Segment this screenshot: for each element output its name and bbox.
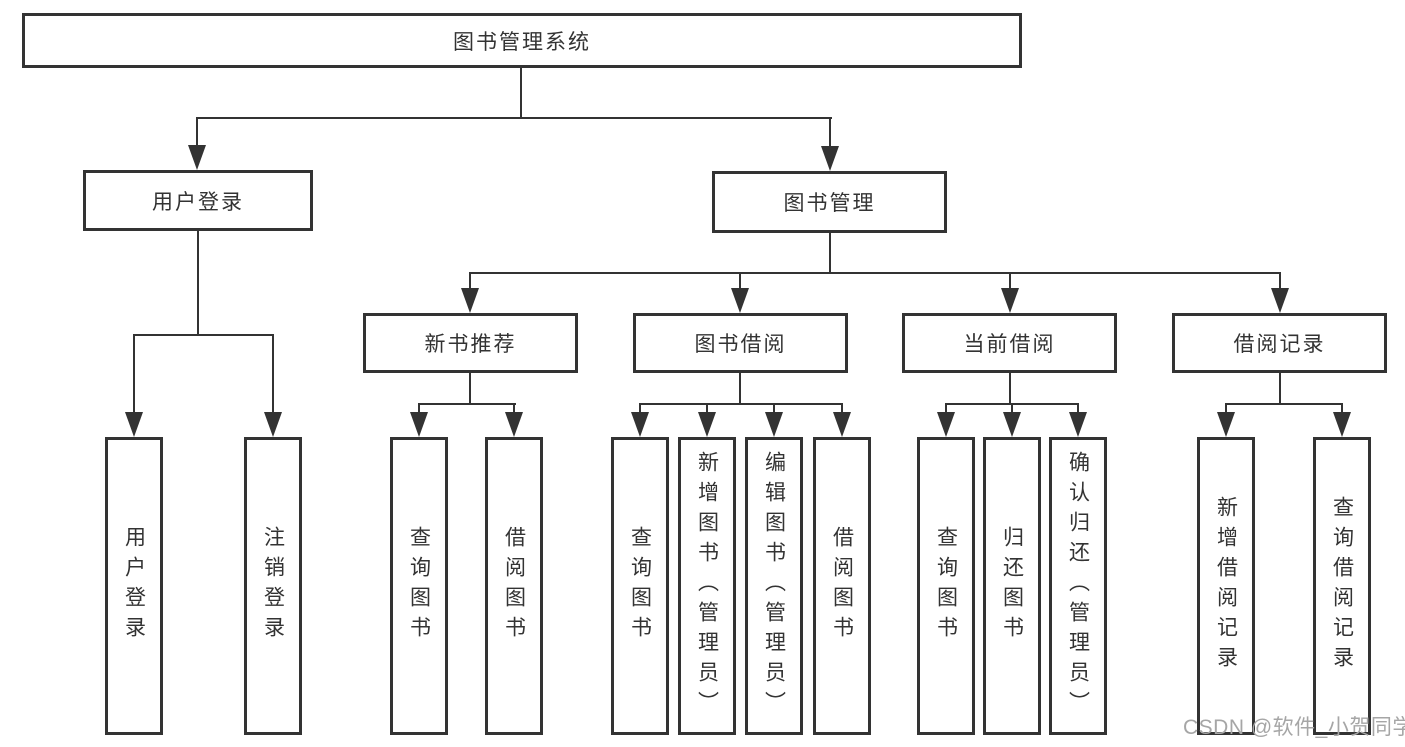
connector-arrowhead [410,412,428,437]
leaf-bw-query-books: 查询图书 [611,437,669,735]
connector-arrowhead [821,146,839,171]
connector-line [1077,403,1079,415]
leaf-rec-query-record-label: 查询借阅记录 [1330,496,1354,676]
leaf-nb-borrow-books-label: 借阅图书 [502,526,526,646]
connector-line [639,403,843,405]
leaf-bw-borrow-books-label: 借阅图书 [830,526,854,646]
connector-line [1009,272,1011,290]
node-new-book-recommend-label: 新书推荐 [424,333,517,356]
connector-arrowhead [765,412,783,437]
connector-line [418,403,516,405]
connector-arrowhead [1271,288,1289,313]
connector-arrowhead [1001,288,1019,313]
connector-arrowhead [1069,412,1087,437]
connector-line [706,403,708,415]
leaf-nb-query-books: 查询图书 [390,437,448,735]
connector-line [739,272,741,290]
connector-line [1011,403,1013,415]
leaf-rec-query-record: 查询借阅记录 [1313,437,1371,735]
node-book-borrow-label: 图书借阅 [694,333,787,356]
connector-line [1225,403,1343,405]
leaf-logout: 注销登录 [244,437,302,735]
connector-line [513,403,515,415]
connector-line [841,403,843,415]
connector-arrowhead [833,412,851,437]
leaf-user-login: 用户登录 [105,437,163,735]
leaf-cur-query-books-label: 查询图书 [934,526,958,646]
connector-line [418,403,420,415]
leaf-logout-label: 注销登录 [261,526,285,646]
node-root: 图书管理系统 [22,13,1022,68]
connector-line [469,272,471,290]
node-user-login-label: 用户登录 [152,190,244,214]
leaf-cur-return-books-label: 归还图书 [1000,526,1024,646]
connector-arrowhead [125,412,143,437]
connector-arrowhead [1217,412,1235,437]
connector-line [196,117,198,149]
leaf-user-login-label: 用户登录 [122,526,146,646]
connector-line [272,334,274,414]
node-book-borrow: 图书借阅 [633,313,848,373]
connector-arrowhead [631,412,649,437]
connector-line [773,403,775,415]
node-user-login: 用户登录 [83,170,313,231]
connector-line [196,117,832,119]
leaf-cur-query-books: 查询图书 [917,437,975,735]
connector-line [1225,403,1227,415]
connector-arrowhead [264,412,282,437]
connector-arrowhead [1333,412,1351,437]
connector-line [520,68,522,118]
connector-line [469,373,471,404]
connector-line [1009,373,1011,404]
connector-line [469,272,1281,274]
leaf-bw-edit-books: 编辑图书（管理员） [745,437,803,735]
leaf-bw-add-books: 新增图书（管理员） [678,437,736,735]
connector-arrowhead [505,412,523,437]
watermark: CSDN @软件_小贺同学 [1183,716,1405,739]
node-current-borrow: 当前借阅 [902,313,1117,373]
node-new-book-recommend: 新书推荐 [363,313,578,373]
connector-line [639,403,641,415]
connector-line [739,373,741,404]
connector-line [133,334,135,414]
connector-arrowhead [461,288,479,313]
connector-line [945,403,947,415]
leaf-cur-confirm-return: 确认归还（管理员） [1049,437,1107,735]
leaf-cur-confirm-return-label: 确认归还（管理员） [1066,451,1090,721]
connector-line [829,233,831,273]
connector-arrowhead [698,412,716,437]
node-borrow-records-label: 借阅记录 [1233,333,1326,356]
connector-line [829,117,831,149]
connector-line [1279,272,1281,290]
leaf-bw-edit-books-label: 编辑图书（管理员） [762,451,786,721]
leaf-cur-return-books: 归还图书 [983,437,1041,735]
leaf-nb-borrow-books: 借阅图书 [485,437,543,735]
node-current-borrow-label: 当前借阅 [963,333,1056,356]
connector-arrowhead [188,145,206,170]
connector-line [1279,373,1281,404]
node-borrow-records: 借阅记录 [1172,313,1387,373]
connector-arrowhead [1003,412,1021,437]
node-book-management-label: 图书管理 [783,192,876,215]
leaf-bw-query-books-label: 查询图书 [628,526,652,646]
leaf-nb-query-books-label: 查询图书 [407,526,431,646]
leaf-rec-add-record: 新增借阅记录 [1197,437,1255,735]
leaf-bw-borrow-books: 借阅图书 [813,437,871,735]
connector-arrowhead [731,288,749,313]
node-book-management: 图书管理 [712,171,947,233]
connector-arrowhead [937,412,955,437]
leaf-bw-add-books-label: 新增图书（管理员） [695,451,719,721]
leaf-rec-add-record-label: 新增借阅记录 [1214,496,1238,676]
connector-line [1341,403,1343,415]
node-root-label: 图书管理系统 [453,30,591,54]
connector-line [133,334,274,336]
connector-line [197,231,199,335]
